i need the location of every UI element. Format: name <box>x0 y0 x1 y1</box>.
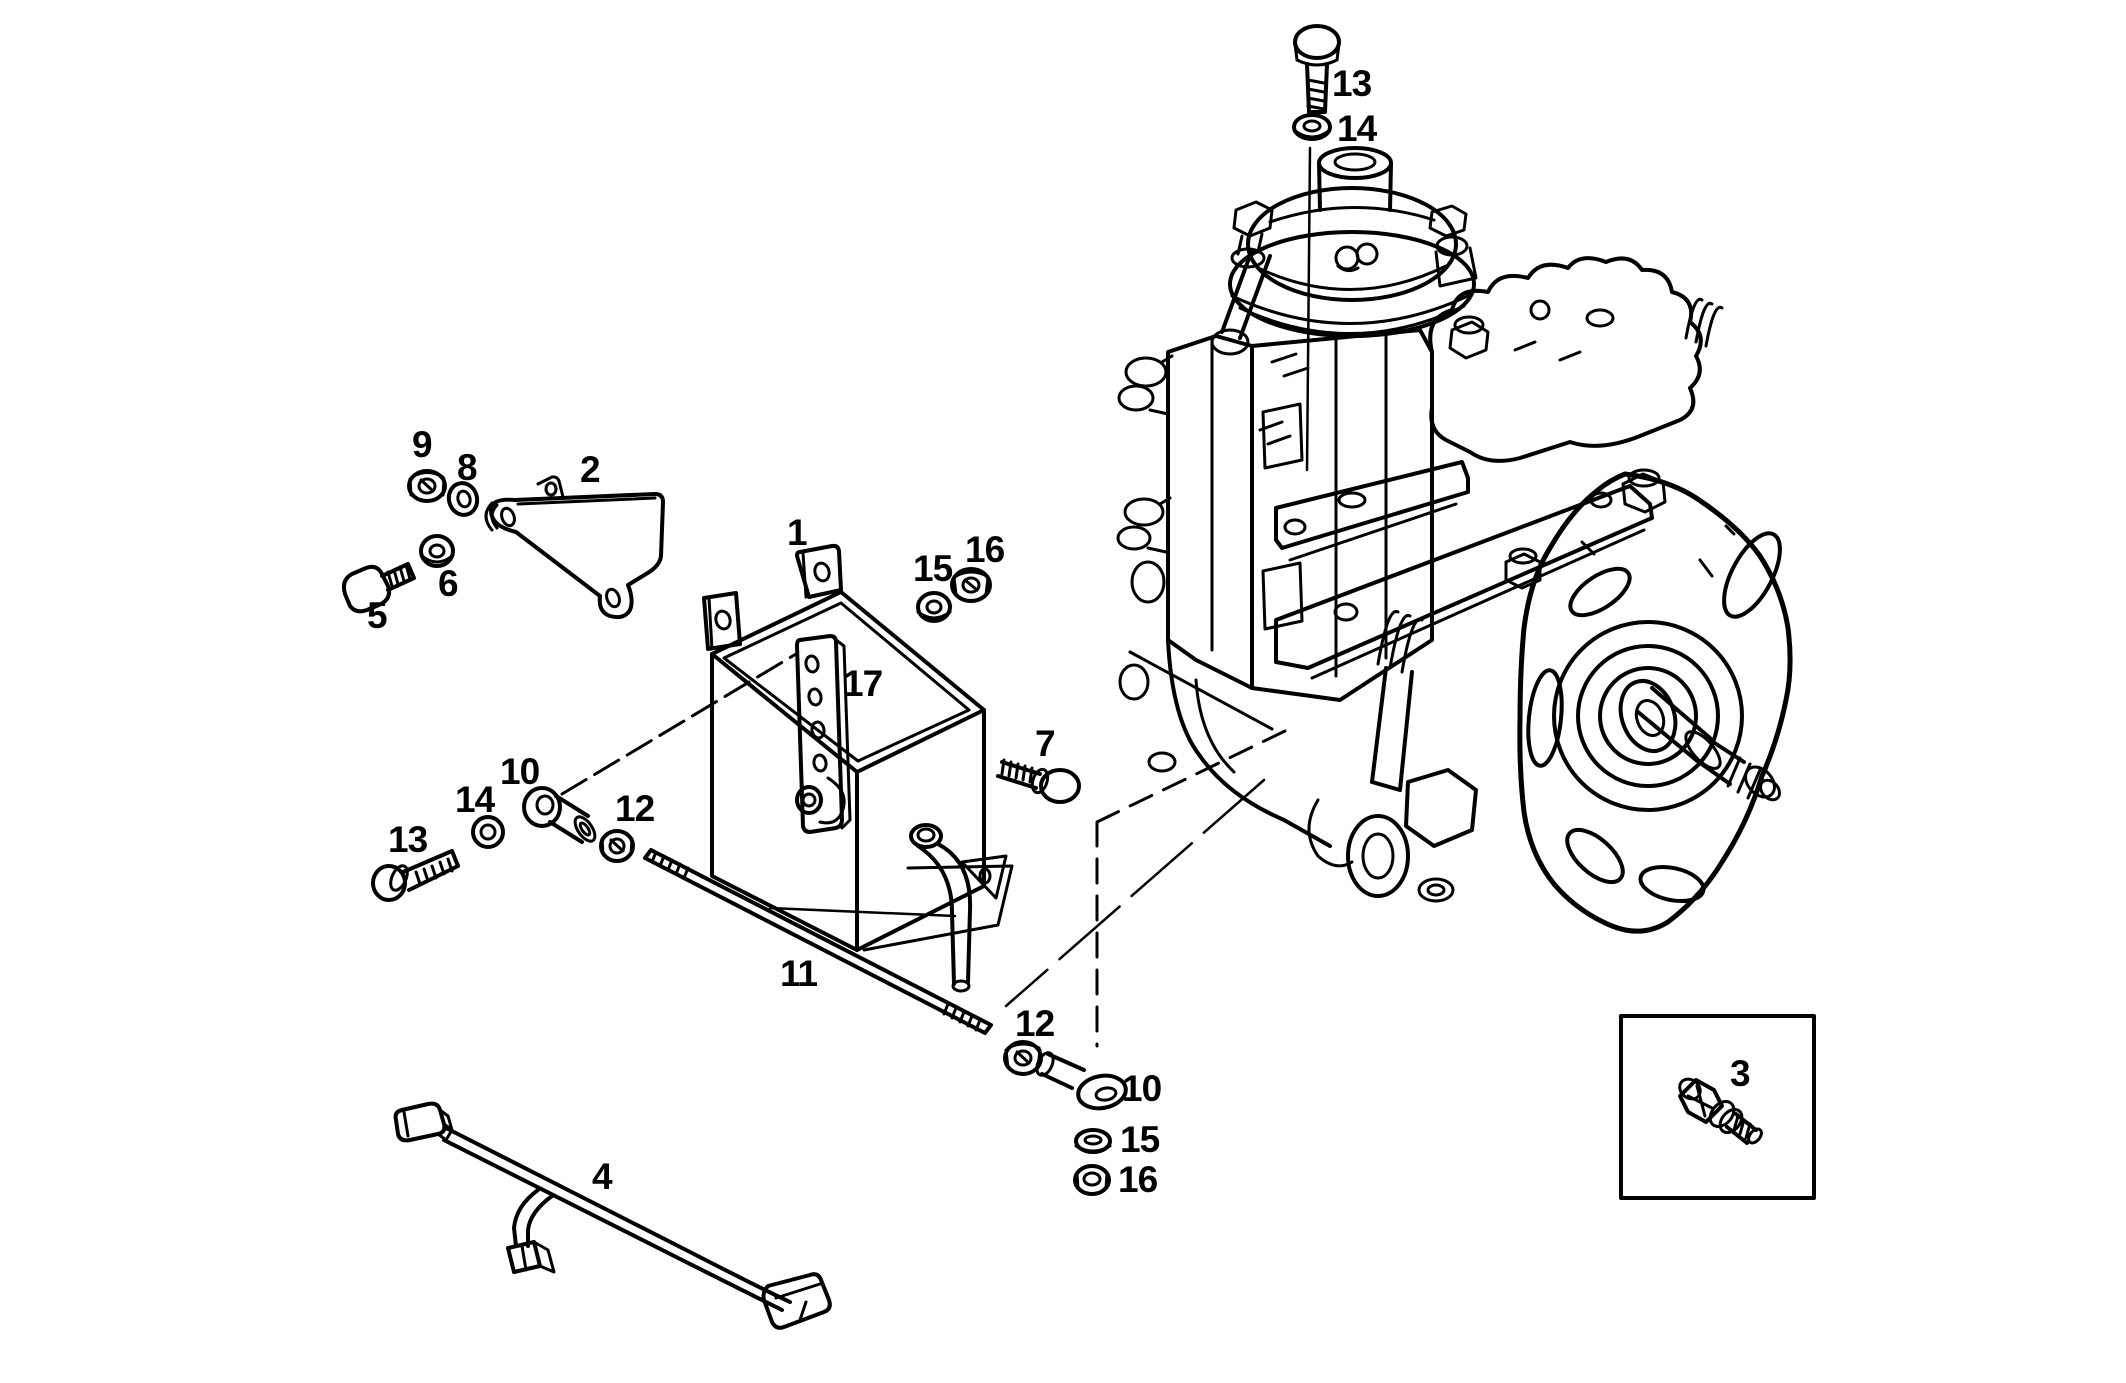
cable-branch <box>506 1188 556 1274</box>
leader-rodend-to-strip <box>560 652 798 796</box>
cable-left-connector <box>393 1101 454 1143</box>
valve-3 <box>1678 1077 1763 1145</box>
body-left-fittings <box>1116 354 1177 773</box>
rod-11 <box>643 848 993 1035</box>
nut-9 <box>407 469 447 503</box>
bolt-5 <box>341 562 416 614</box>
bolt-13-left <box>371 849 460 902</box>
washer-6 <box>419 534 455 568</box>
rodend-10-left <box>522 786 597 844</box>
box-left-tab <box>702 591 742 651</box>
box-top-tab <box>795 543 843 599</box>
part-label-washer-14-top: 14 <box>1337 108 1378 149</box>
box-drain-pipe <box>909 823 973 993</box>
strip-17 <box>795 634 852 834</box>
part-label-washer-14-left: 14 <box>455 779 496 820</box>
part-label-washer-8: 8 <box>457 447 477 488</box>
part-label-rodend-10-lower: 10 <box>1122 1068 1162 1109</box>
leader-pump-to-rodend <box>1095 729 1287 1048</box>
rodend-10-lower <box>1035 1051 1128 1111</box>
part-label-rod-11: 11 <box>780 953 818 994</box>
part-label-bolt-13-top: 13 <box>1332 63 1372 104</box>
pump-bracket-bars <box>1274 460 1654 680</box>
part-label-bolt-7: 7 <box>1035 723 1055 764</box>
inset-box <box>1619 1014 1816 1200</box>
washer-14-left <box>471 815 505 849</box>
pump-foot <box>1166 609 1478 903</box>
governor-plate <box>1428 256 1724 590</box>
drive-shaft <box>1636 686 1781 802</box>
part-label-nut-9: 9 <box>412 424 432 465</box>
leader-bolt-axis <box>1305 146 1312 472</box>
leader-pump-to-rod <box>1004 778 1266 1008</box>
washer-15-lower <box>1074 1128 1112 1154</box>
washer-14-top <box>1292 113 1332 141</box>
mounting-flange <box>1517 471 1793 934</box>
nut-16-lower <box>1073 1164 1111 1196</box>
washer-15-upper <box>916 591 952 623</box>
washer-8 <box>446 481 480 517</box>
part-label-bracket-2: 2 <box>580 449 600 490</box>
leader-lines <box>560 146 1312 1048</box>
part-label-bolt-13-left: 13 <box>388 819 428 860</box>
part-label-washer-15-lower: 15 <box>1120 1119 1160 1160</box>
part-label-valve-3: 3 <box>1730 1053 1750 1094</box>
part-label-rodend-10-left: 10 <box>500 751 540 792</box>
part-label-bolt-5: 5 <box>367 595 387 636</box>
part-label-washer-15-upper: 15 <box>913 548 953 589</box>
pump-assembly <box>1116 146 1793 934</box>
bolt-7 <box>996 758 1081 804</box>
part-label-bracket-1: 1 <box>787 512 807 553</box>
part-label-cable-4: 4 <box>592 1156 613 1197</box>
nut-16-upper <box>950 567 992 603</box>
cable-right-connector <box>761 1272 832 1330</box>
part-label-nut-16-upper: 16 <box>965 529 1005 570</box>
part-label-nut-12-left: 12 <box>615 788 655 829</box>
part-label-nut-12-lower: 12 <box>1015 1003 1055 1044</box>
part-label-nut-16-lower: 16 <box>1118 1159 1158 1200</box>
pump-body <box>1166 328 1434 702</box>
part-label-washer-6: 6 <box>438 563 458 604</box>
bolt-13-top <box>1293 24 1341 114</box>
bracket-box-1 <box>702 543 1014 993</box>
bracket-2 <box>484 475 665 620</box>
pump-base-edge-line <box>1128 650 1274 731</box>
cable-4 <box>393 1101 832 1330</box>
nut-12-left <box>599 829 635 863</box>
part-label-strip-17: 17 <box>843 663 882 704</box>
